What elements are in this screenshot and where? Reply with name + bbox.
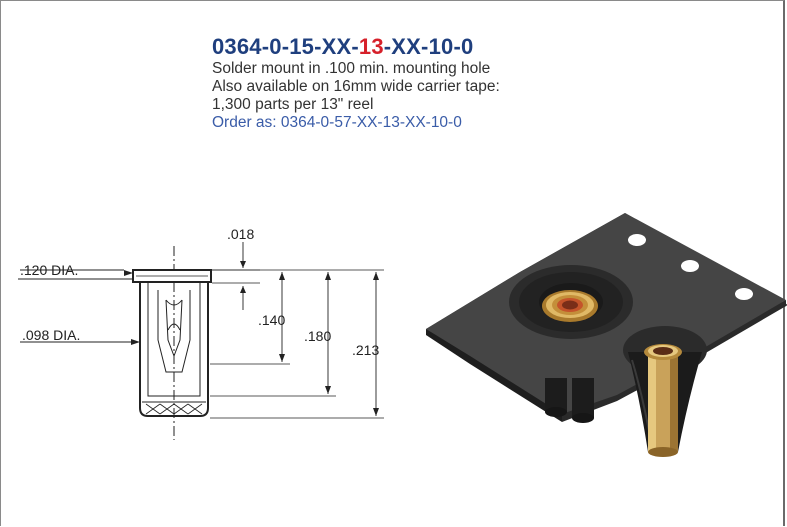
mounting-hole-2 bbox=[681, 260, 699, 272]
mounting-hole-3 bbox=[735, 288, 753, 300]
mounting-hole-1 bbox=[628, 234, 646, 246]
part-number-prefix: 0364-0-15-XX- bbox=[212, 34, 359, 59]
product-rendering bbox=[426, 213, 787, 457]
part-number-highlight: 13 bbox=[358, 34, 384, 59]
description-line-2: Also available on 16mm wide carrier tape… bbox=[212, 78, 500, 95]
dim-213-label: .213 bbox=[352, 342, 380, 358]
title-block: 0364-0-15-XX-13-XX-10-0 Solder mount in … bbox=[212, 34, 642, 132]
dim-018-label: .018 bbox=[227, 226, 255, 242]
part-number: 0364-0-15-XX-13-XX-10-0 bbox=[212, 34, 642, 60]
dim-120-dia-label: .120 DIA. bbox=[20, 262, 79, 278]
order-as-line: Order as: 0364-0-57-XX-13-XX-10-0 bbox=[212, 114, 462, 131]
dim-098-dia-label: .098 DIA. bbox=[22, 327, 81, 343]
dim-180-label: .180 bbox=[304, 328, 332, 344]
bottom-hatch bbox=[145, 403, 203, 415]
contact-clip bbox=[157, 290, 191, 373]
dim-140-label: .140 bbox=[258, 312, 286, 328]
description-line-1: Solder mount in .100 min. mounting hole bbox=[212, 60, 491, 77]
part-number-suffix: -XX-10-0 bbox=[383, 34, 474, 59]
pin-body bbox=[139, 282, 209, 417]
description-line-3: 1,300 parts per 13" reel bbox=[212, 96, 374, 113]
